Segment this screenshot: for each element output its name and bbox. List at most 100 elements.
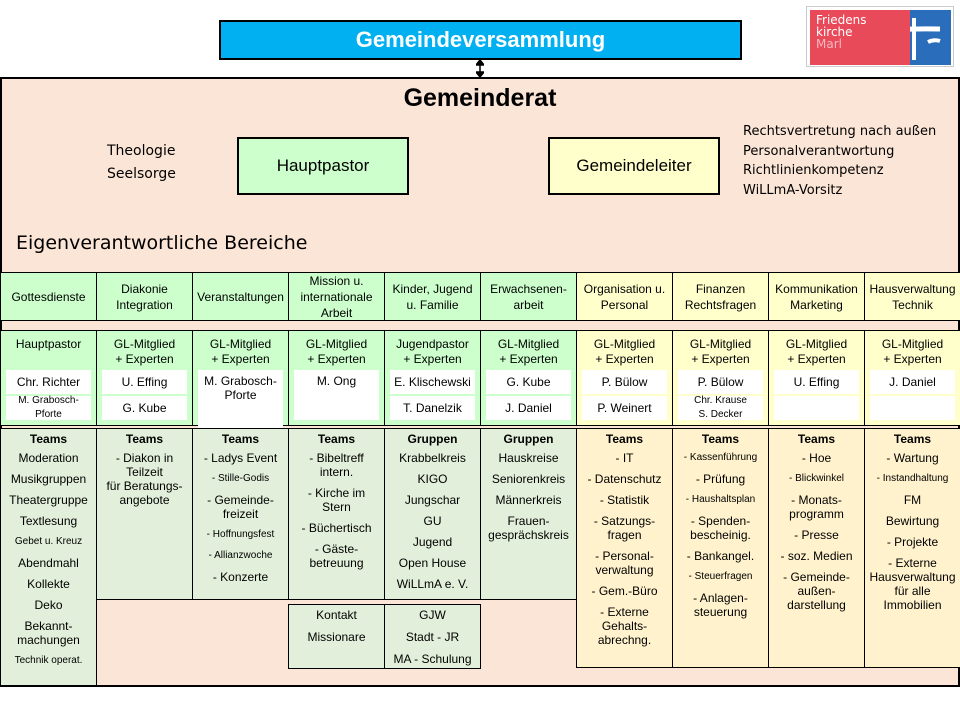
team-item: - Externe Hausverwaltung für alle Immobi…	[869, 556, 956, 612]
team-item: - Kirche im Stern	[307, 486, 366, 514]
leader-box: Gemeindeleiter	[548, 137, 720, 195]
team-item: - Anlagen- steuerung	[693, 591, 748, 619]
area-header: Kinder, Jugend u. Familie	[384, 272, 481, 321]
team-item: - Projekte	[886, 535, 939, 549]
teams-box: Teams- Kassenführung- Prüfung- Haushalts…	[672, 428, 769, 668]
area-header: Hausverwaltung Technik	[864, 272, 960, 321]
team-item: - Diakon in Teilzeit für Beratungs- ange…	[106, 451, 183, 507]
team-item: Männerkreis	[495, 493, 562, 507]
team-item: - Hoe	[801, 451, 832, 465]
person-slot: P. Bülow	[582, 370, 667, 394]
area-lead-label: GL-Mitglied + Experten	[113, 337, 176, 366]
team-item: Bewirtung	[885, 514, 940, 528]
team-item: - Monats- programm	[789, 493, 844, 521]
team-item: Musikgruppen	[10, 472, 87, 486]
area-header: Finanzen Rechtsfragen	[672, 272, 769, 321]
person-slot: M. Ong	[294, 370, 379, 420]
person-slot: G. Kube	[102, 396, 187, 420]
team-item: Bekannt- machungen	[17, 619, 80, 647]
team-item: - Externe Gehalts- abrechng.	[597, 605, 652, 647]
area-lead-label: Hauptpastor	[15, 337, 82, 351]
area-lead-label: GL-Mitglied + Experten	[593, 337, 656, 366]
team-item: - Statistik	[599, 493, 650, 507]
team-item: - Blickwinkel	[788, 473, 844, 484]
team-item: - Satzungs- fragen	[593, 514, 656, 542]
teams-box: Teams- Hoe- Blickwinkel- Monats- program…	[768, 428, 865, 668]
assembly-box: Gemeindeversammlung	[219, 20, 742, 60]
area-lead-label: GL-Mitglied + Experten	[785, 337, 848, 366]
area-lead-label: GL-Mitglied + Experten	[881, 337, 944, 366]
team-item: - Instandhaltung	[876, 473, 949, 484]
team-item: Hauskreise	[498, 451, 559, 465]
area-header: Kommunikation Marketing	[768, 272, 865, 321]
team-item: Moderation	[18, 451, 79, 465]
team-item: Technik operat.	[14, 655, 83, 666]
team-item: - Steuerfragen	[688, 571, 753, 582]
teams-title: Teams	[701, 432, 740, 446]
person-slot: Chr. Krause S. Decker	[678, 395, 763, 420]
team-item: - Kassenführung	[683, 452, 758, 463]
team-item: - Datenschutz	[587, 472, 662, 486]
team-item: Textlesung	[19, 514, 78, 528]
team-item: - IT	[615, 451, 634, 465]
extra-box: GJW Stadt - JR MA - Schulung	[384, 604, 481, 669]
teams-title: Teams	[221, 432, 260, 446]
area-lead-label: GL-Mitglied + Experten	[689, 337, 752, 366]
area-header: Diakonie Integration	[96, 272, 193, 321]
team-item: - Büchertisch	[301, 521, 372, 535]
person-slot: T. Danelzik	[390, 396, 475, 420]
team-item: WiLLmA e. V.	[396, 577, 469, 591]
teams-title: Teams	[605, 432, 644, 446]
person-slot: G. Kube	[486, 370, 571, 394]
area-header: Veranstaltungen	[192, 272, 289, 321]
team-item: - Ladys Event	[203, 451, 278, 465]
person-slot: U. Effing	[774, 370, 859, 394]
team-item: FM	[903, 493, 922, 507]
extra-item: MA - Schulung	[393, 652, 472, 666]
extra-item: Stadt - JR	[405, 630, 460, 644]
person-slot: Chr. Richter	[6, 370, 91, 394]
team-item: - Hoffnungsfest	[206, 529, 275, 540]
team-item: Jugend	[412, 535, 453, 549]
team-item: - Prüfung	[695, 472, 746, 486]
teams-title: Teams	[125, 432, 164, 446]
team-item: - Gemeinde- außen- darstellung	[783, 570, 850, 612]
team-item: Open House	[398, 556, 467, 570]
person-slot: U. Effing	[102, 370, 187, 394]
team-item: Kollekte	[27, 577, 70, 591]
teams-box: Teams - IT - Datenschutz - Statistik - Satzu…	[576, 428, 673, 668]
area-lead-label: GL-Mitglied + Experten	[497, 337, 560, 366]
team-item: Frauen- gesprächskreis	[488, 514, 569, 542]
team-item: Deko	[34, 598, 63, 612]
person-slot	[774, 396, 859, 420]
team-item: - Gäste- betreuung	[309, 542, 364, 570]
teams-title: Gruppen	[407, 432, 458, 446]
team-item: - Gem.-Büro	[591, 584, 658, 598]
team-item: Seniorenkreis	[491, 472, 566, 486]
team-item: Krabbelkreis	[399, 451, 466, 465]
person-slot: M. Grabosch- Pforte	[198, 370, 283, 428]
area-header: Gottesdienste	[0, 272, 97, 321]
team-item: GU	[423, 514, 442, 528]
extra-item: GJW	[419, 608, 446, 622]
person-slot: P. Bülow	[678, 370, 763, 394]
area-header: Erwachsenen- arbeit	[480, 272, 577, 321]
area-header: Organisation u. Personal	[576, 272, 673, 321]
area-lead-label: GL-Mitglied + Experten	[305, 337, 368, 366]
team-item: Jungschar	[404, 493, 461, 507]
person-slot	[870, 396, 955, 420]
area-header: Mission u. internationale Arbeit	[288, 272, 385, 321]
teams-title: Teams	[29, 432, 68, 446]
teams-title: Teams	[893, 432, 932, 446]
team-item: - Spenden- bescheinig.	[690, 514, 751, 542]
person-slot: P. Weinert	[582, 396, 667, 420]
person-slot: M. Grabosch- Pforte	[6, 395, 91, 420]
team-item: - Presse	[794, 528, 839, 542]
